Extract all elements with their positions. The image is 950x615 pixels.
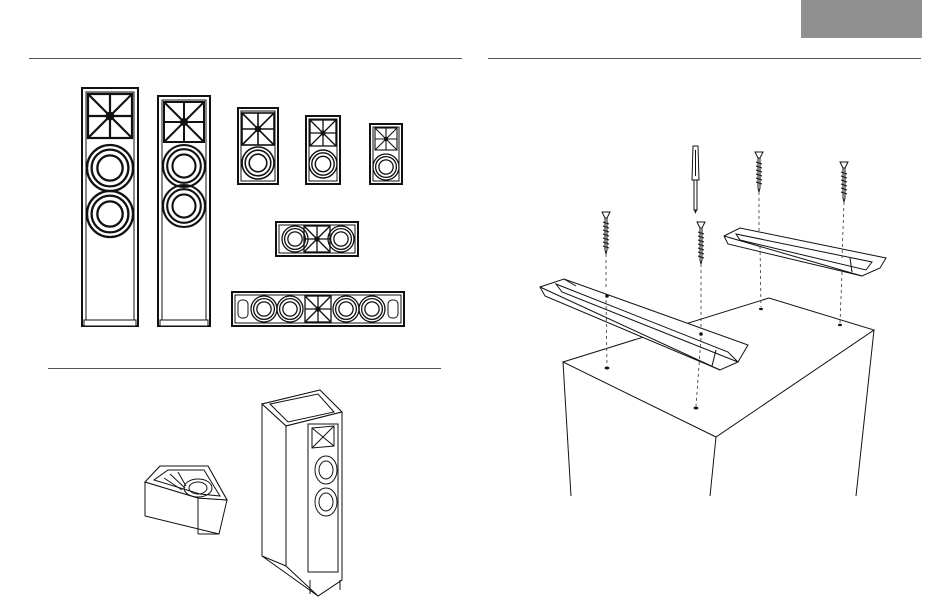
tower-3-driver <box>82 88 138 326</box>
speaker-top <box>563 298 874 496</box>
soundbar <box>232 292 404 326</box>
bookshelf-medium <box>306 116 340 184</box>
bookshelf-small <box>370 124 402 184</box>
center-channel <box>276 222 358 256</box>
tower-with-elevation <box>262 390 342 596</box>
bookshelf-large <box>238 108 278 184</box>
elevation-module <box>145 466 227 534</box>
mounting-bracket-rear <box>724 228 886 276</box>
tower-2-driver <box>158 96 210 326</box>
screwdriver-icon <box>692 146 699 214</box>
